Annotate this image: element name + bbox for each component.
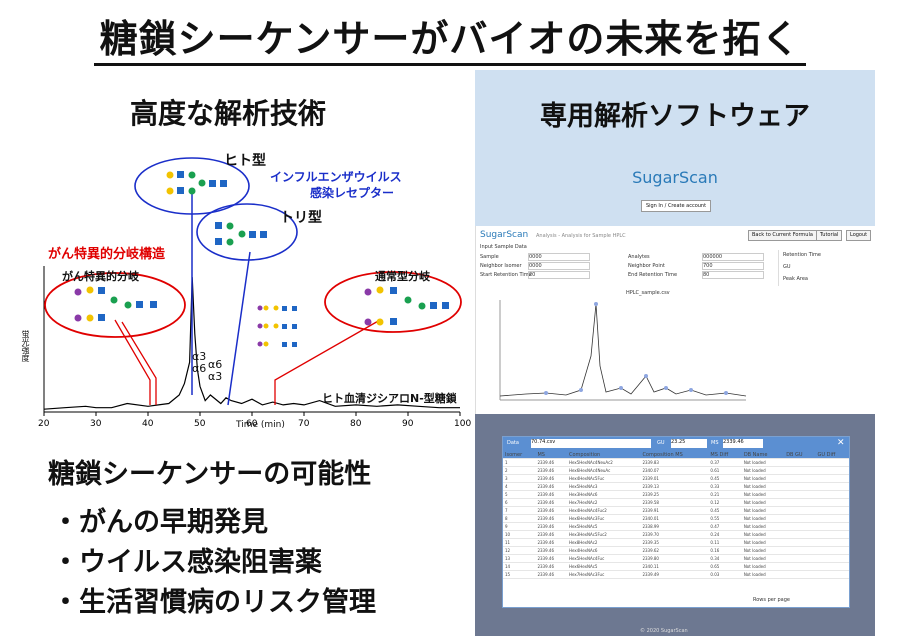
brand-logo: SugarScan	[632, 168, 718, 187]
side-label: GU	[783, 264, 791, 270]
result-dialog: Data 70.74.csv GU 23.25 MS 2339.46 ✕ Iso…	[502, 436, 850, 608]
sign-in-button[interactable]: Sign In / Create account	[641, 200, 711, 212]
x-axis-label: Time (min)	[236, 420, 285, 430]
field-input[interactable]: 0000	[528, 253, 590, 261]
normal-branch-label: 通常型分岐	[375, 270, 430, 283]
bullet-item: ・がんの早期発見	[52, 507, 268, 538]
gu-label: GU	[657, 440, 665, 446]
page-title: 糖鎖シーケンサーがバイオの未来を拓く	[0, 8, 900, 66]
ms-label: MS	[711, 440, 719, 446]
cancer-branch-label: がん特異的分岐	[62, 270, 139, 283]
field-input[interactable]: 0000	[528, 262, 590, 270]
influenza-label: インフルエンザウイルス	[270, 170, 402, 184]
cancer-ellipse	[44, 272, 186, 338]
alpha-label: α3	[208, 370, 222, 383]
glycan-symbols	[74, 171, 449, 347]
footer-text: © 2020 SugarScan	[640, 628, 688, 634]
field-input[interactable]: 700	[702, 262, 764, 270]
x-tick-label: 70	[298, 419, 310, 429]
field-label: Neighbor Isomer	[480, 263, 522, 269]
x-tick-label: 60	[246, 419, 258, 429]
side-label: Peak Area	[783, 276, 808, 282]
x-tick-label: 40	[142, 419, 154, 429]
software-heading: 専用解析ソフトウェア	[540, 101, 810, 132]
field-label: Start Retention Time	[480, 272, 532, 278]
human-type-ellipse	[134, 157, 250, 215]
field-label: Analytes	[628, 254, 650, 260]
sample-label: ヒト血清ジシアロN-型糖鎖	[322, 392, 457, 405]
back-button[interactable]: Back to Current Formula	[748, 230, 817, 241]
cancer-structure-label: がん特異的分岐構造	[48, 247, 166, 262]
alpha-label: α3	[192, 350, 206, 363]
app-title: SugarScan	[480, 230, 529, 240]
receptor-label: 感染レセプター	[310, 186, 395, 200]
input-fields: Sample 0000 Analytes 000000 Neighbor Iso…	[480, 252, 774, 282]
x-tick-label: 80	[350, 419, 362, 429]
field-label: Sample	[480, 254, 499, 260]
logout-button[interactable]: Logout	[846, 230, 872, 241]
ms-value[interactable]: 2339.46	[723, 439, 763, 448]
side-fields: Retention Time GU Peak Area	[778, 250, 873, 286]
app-subtitle: Analysis - Analysis for Sample HPLC	[536, 233, 626, 239]
x-tick-label: 20	[38, 419, 50, 429]
chromatogram-figure: 20 30 40 50 60 70 80 90 100 α3 α6 α6 α3	[38, 157, 471, 429]
cancer-arrow	[114, 319, 157, 405]
x-axis-ticks: 20 30 40 50 60 70 80 90 100	[38, 412, 471, 429]
y-axis-label: 蛍光強度	[21, 330, 30, 362]
technology-heading: 高度な解析技術	[130, 97, 327, 130]
alpha-label: α6	[192, 362, 206, 375]
alpha-label: α6	[208, 358, 222, 371]
data-value[interactable]: 70.74.csv	[531, 439, 651, 448]
field-label: End Retention Time	[628, 272, 678, 278]
plot-title: HPLC_sample.csv	[626, 290, 670, 296]
field-input[interactable]: 80	[702, 271, 764, 279]
bird-type-label: トリ型	[280, 210, 322, 226]
possibility-heading: 糖鎖シーケンサーの可能性	[48, 459, 372, 490]
bird-type-arrow	[227, 251, 251, 406]
analysis-screen: SugarScan Analysis - Analysis for Sample…	[475, 226, 876, 414]
pager[interactable]: Rows per page	[753, 597, 790, 603]
dialog-header: Data 70.74.csv GU 23.25 MS 2339.46 ✕	[503, 437, 849, 451]
field-input[interactable]: 20	[528, 271, 590, 279]
x-tick-label: 100	[454, 419, 471, 429]
bullet-item: ・ウイルス感染阻害薬	[52, 547, 322, 578]
field-label: Neighbor Point	[628, 263, 665, 269]
gu-value[interactable]: 23.25	[671, 439, 707, 448]
normal-arrow	[274, 319, 381, 405]
side-label: Retention Time	[783, 252, 821, 258]
bullet-item: ・生活習慣病のリスク管理	[52, 587, 376, 618]
x-tick-label: 50	[194, 419, 206, 429]
bird-type-ellipse	[196, 203, 298, 261]
close-icon[interactable]: ✕	[837, 438, 845, 448]
normal-ellipse	[324, 271, 462, 333]
field-input[interactable]: 000000	[702, 253, 764, 261]
x-tick-label: 30	[90, 419, 102, 429]
chromatogram-trace	[43, 277, 460, 410]
tutorial-button[interactable]: Tutorial	[816, 230, 843, 241]
input-label: Input Sample Data	[480, 244, 527, 250]
x-tick-label: 90	[402, 419, 414, 429]
human-type-label: ヒト型	[224, 153, 266, 169]
software-chromatogram	[499, 300, 747, 401]
data-label: Data	[507, 440, 519, 446]
